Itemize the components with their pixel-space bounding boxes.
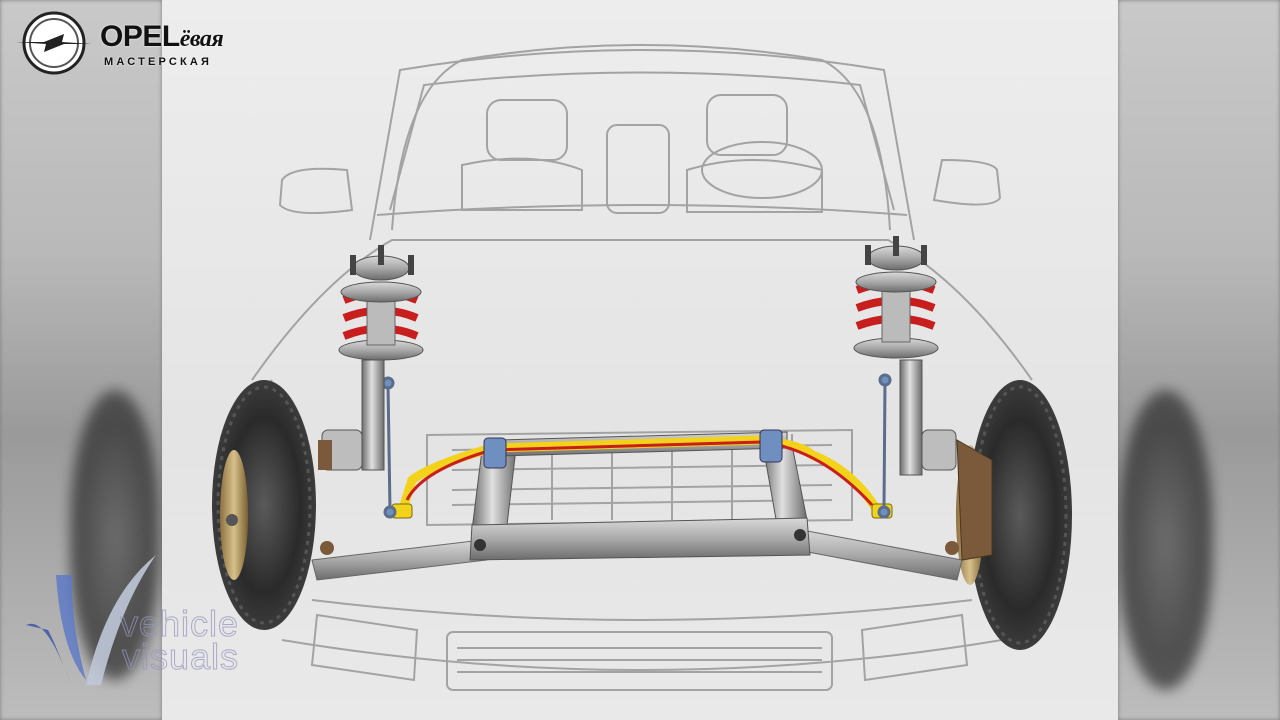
bushing-left <box>483 437 507 469</box>
right-strut <box>853 236 993 561</box>
stabilizer-bar <box>391 429 893 519</box>
bushing-right <box>759 429 783 463</box>
left-wheel <box>212 380 316 630</box>
opel-wordmark: OPELёвая <box>100 20 224 53</box>
right-blur-panel <box>1118 0 1280 720</box>
opel-blitz-icon <box>16 11 92 75</box>
watermark-line1: vehicle <box>119 603 240 645</box>
blurred-wheel-right <box>1118 390 1213 690</box>
left-strut <box>318 245 424 471</box>
opel-subtitle: МАСТЕРСКАЯ <box>104 56 213 68</box>
car-body-outline <box>221 44 1058 691</box>
watermark-line2: visuals <box>121 636 240 678</box>
vehicle-visuals-logo <box>26 555 156 685</box>
suspension-illustration <box>162 0 1118 720</box>
left-blur-panel <box>0 0 162 720</box>
opel-logo: OPELёвая МАСТЕРСКАЯ <box>12 8 282 80</box>
stabilizer-links <box>381 373 892 519</box>
